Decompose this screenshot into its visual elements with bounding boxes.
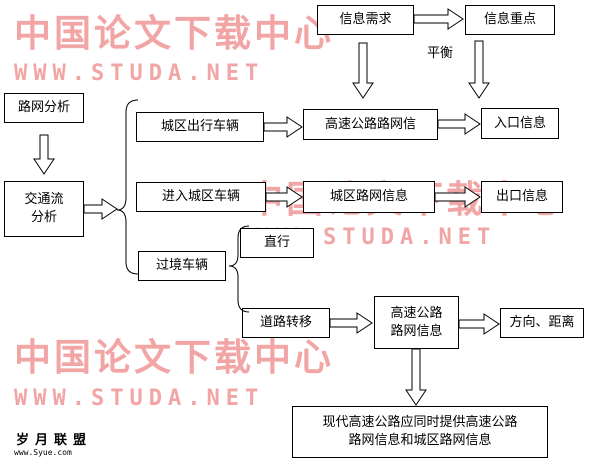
right-arrow — [83, 198, 118, 220]
down-arrow — [33, 134, 55, 175]
right-arrow — [458, 313, 500, 335]
entry-info-box: 入口信息 — [481, 108, 559, 139]
watermark-url: WWW.STUDA.NET — [14, 61, 265, 86]
logo-text: 岁月联盟 — [16, 433, 93, 448]
city-road-info-box: 城区路网信息 — [303, 181, 435, 213]
info-demand-box: 信息需求 — [317, 5, 414, 35]
highway-network-info-box: 高速公路路网信 — [303, 109, 438, 140]
right-arrow — [329, 312, 373, 334]
down-arrow — [352, 42, 374, 99]
straight-box: 直行 — [240, 228, 314, 258]
road-transfer-box: 道路转移 — [242, 308, 330, 338]
watermark-text: 中国论文下载中心 — [14, 12, 334, 55]
traffic-analysis-box: 交通流 分析 — [4, 181, 84, 237]
info-focus-box: 信息重点 — [465, 5, 555, 35]
route-analysis-box: 路网分析 — [4, 93, 84, 123]
down-arrow — [405, 348, 427, 406]
watermark-text: 中国论文下载中心 — [14, 336, 334, 379]
down-arrow — [468, 40, 490, 99]
modern-highway-box: 现代高速公路应同时提供高速公路 路网信息和城区路网信息 — [292, 406, 548, 458]
transit-vehicles-box: 过境车辆 — [138, 251, 226, 281]
highway-network-info-box-2: 高速公路 路网信息 — [374, 296, 459, 349]
exit-info-box: 出口信息 — [481, 181, 563, 213]
balance-label: 平衡 — [427, 46, 454, 61]
right-arrow — [263, 116, 303, 138]
logo-url: www.Syue.com — [14, 448, 72, 457]
brace — [116, 99, 139, 275]
watermark-url: WWW.STUDA.NET — [14, 386, 265, 411]
city-outbound-box: 城区出行车辆 — [136, 112, 264, 142]
right-arrow — [437, 113, 481, 135]
right-arrow — [413, 8, 464, 30]
city-inbound-box: 进入城区车辆 — [136, 182, 266, 212]
direction-distance-box: 方向、距离 — [500, 308, 584, 338]
